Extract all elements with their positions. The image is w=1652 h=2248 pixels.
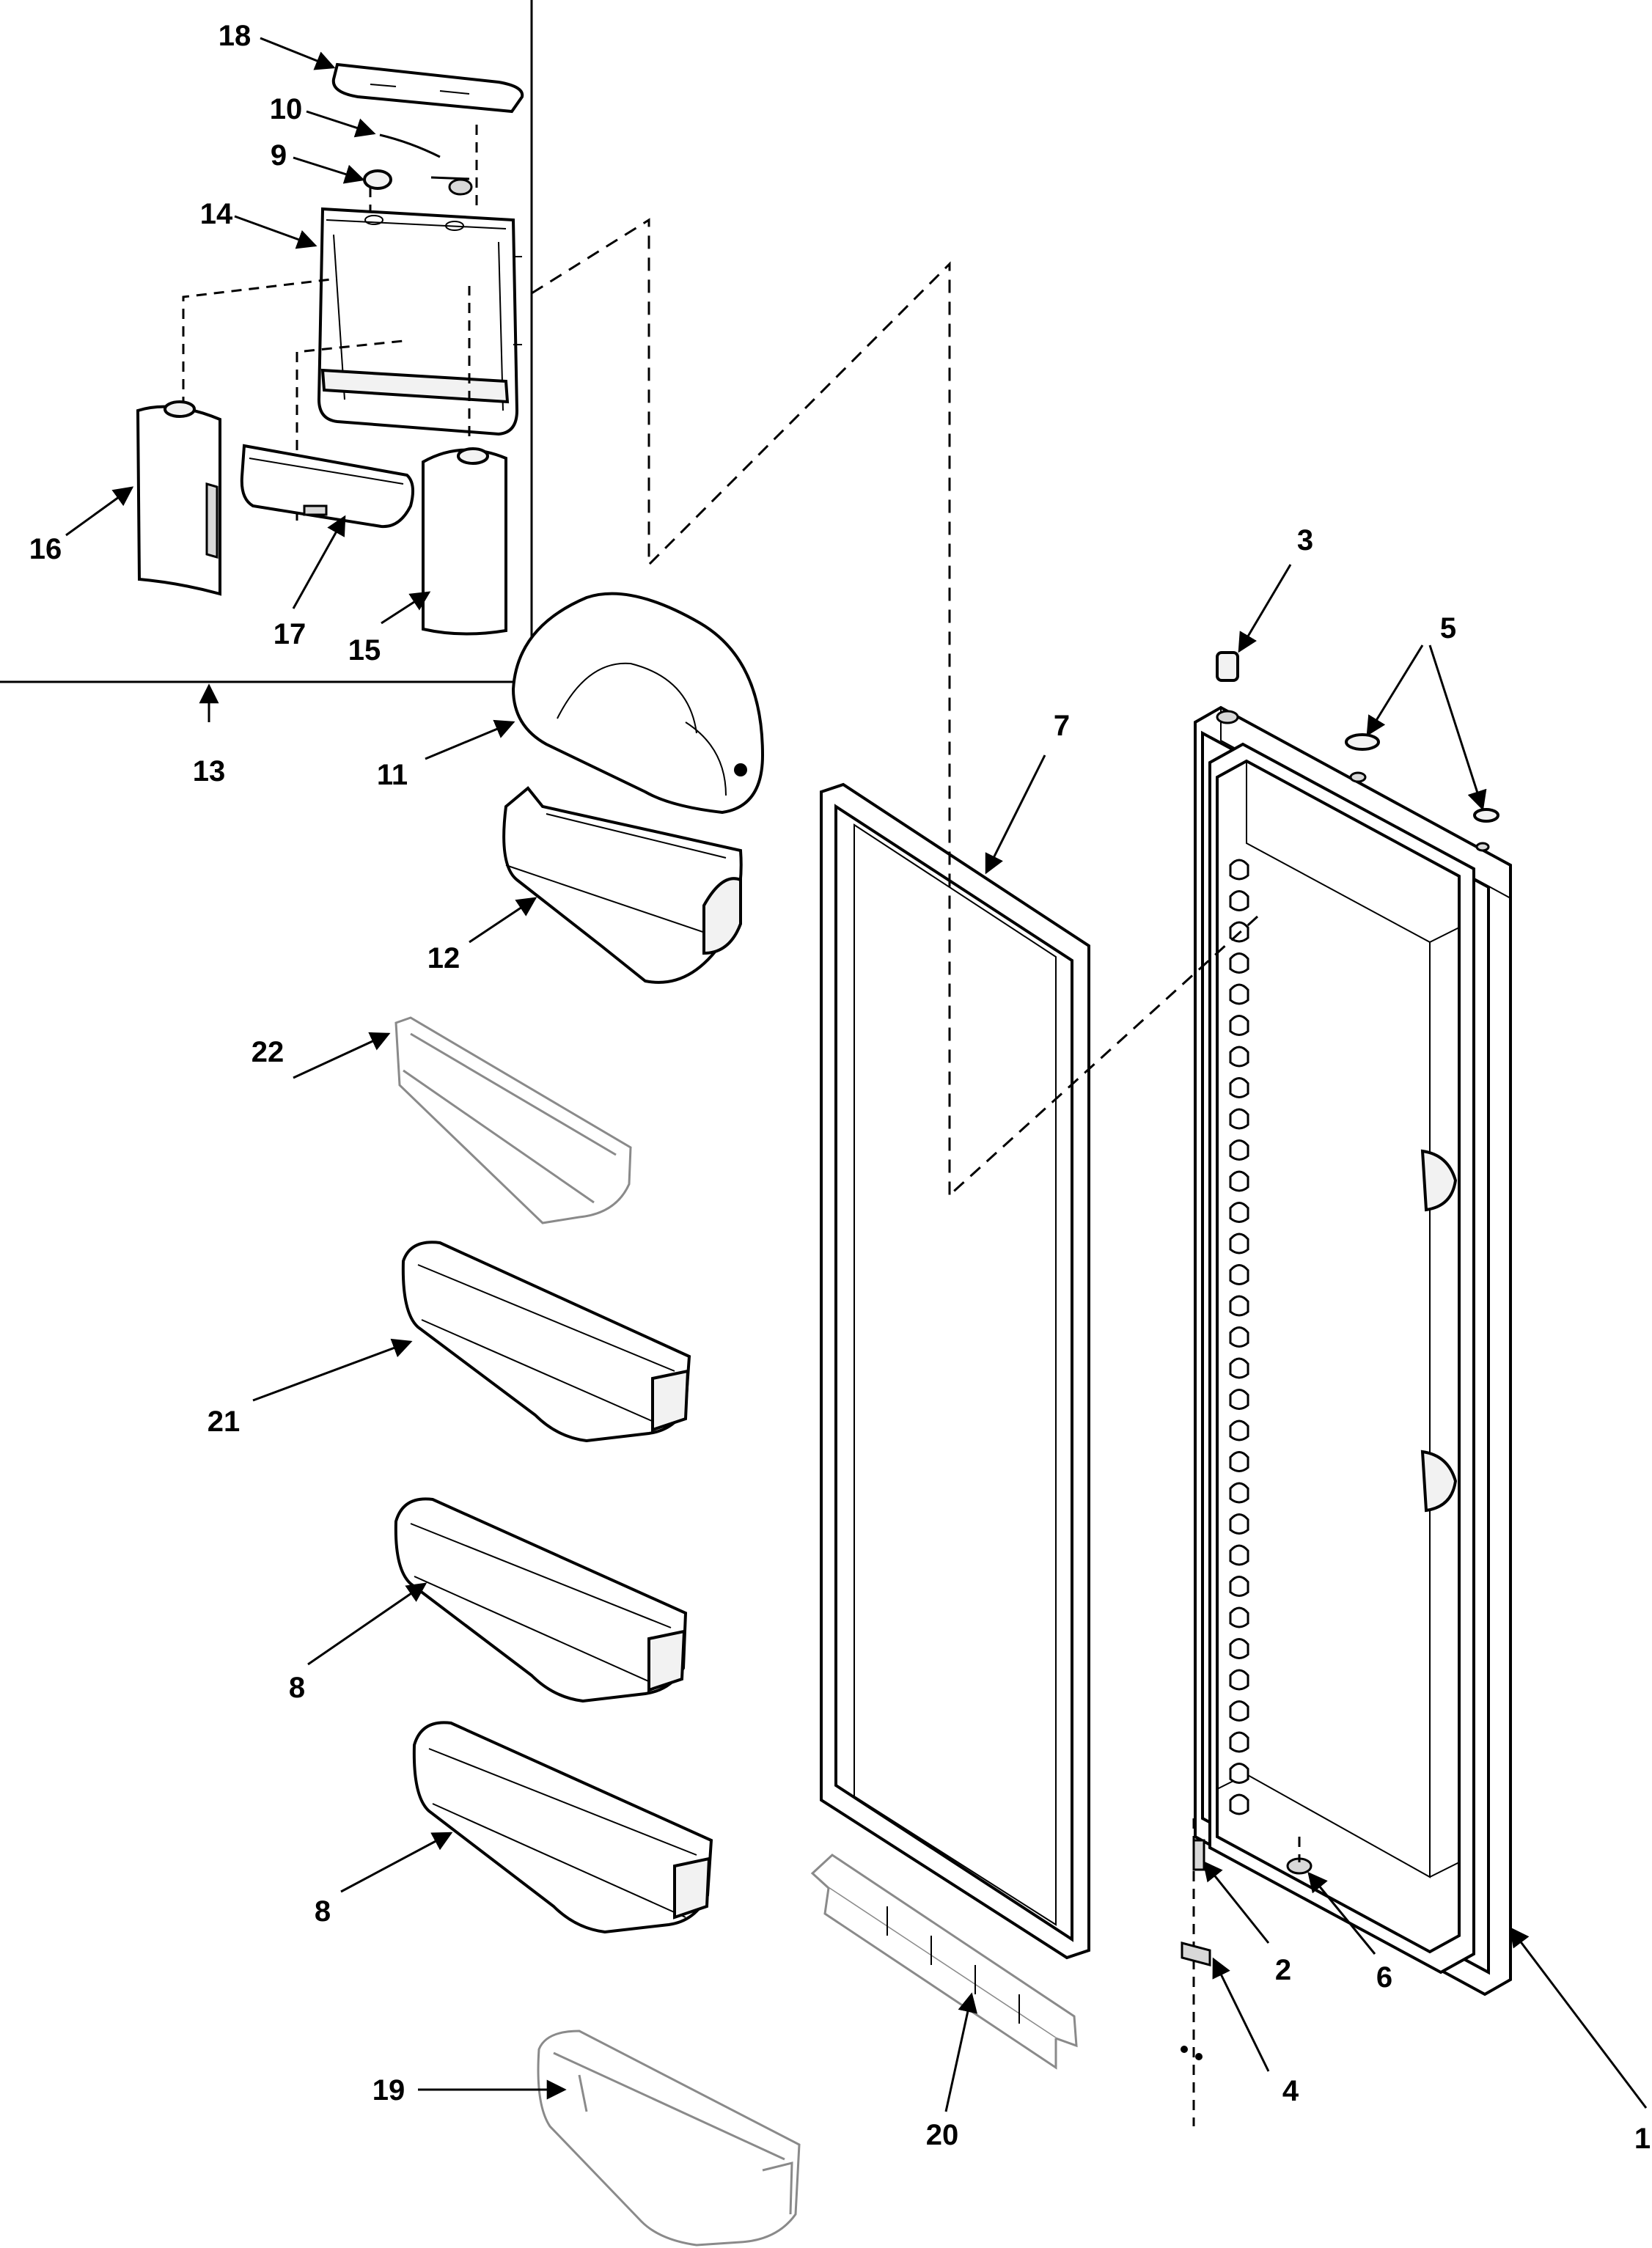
shelf-slot (1229, 1170, 1249, 1192)
callout-labels: 18 10 9 14 16 17 15 13 11 12 22 21 8 8 1… (29, 20, 1651, 2155)
callout-5: 5 (1440, 612, 1456, 644)
part-12-bin (502, 786, 743, 984)
part-10-wire (379, 133, 470, 180)
shelf-slot (1229, 1326, 1249, 1348)
part-20-bracket (810, 1854, 1078, 2070)
callout-6: 6 (1376, 1961, 1392, 1994)
shelf-slot (1229, 1264, 1249, 1285)
callout-22: 22 (252, 1036, 284, 1068)
shelf-slot (1229, 1544, 1249, 1566)
shelf-slot (1229, 1046, 1249, 1068)
shelf-slot (1229, 890, 1249, 911)
shelf-slot (1229, 1731, 1249, 1753)
part-11-cover (511, 592, 765, 815)
part-5-plugs (1345, 733, 1499, 852)
callout-17: 17 (274, 618, 306, 650)
callout-13: 13 (193, 755, 226, 787)
part-4-bracket (1181, 1942, 1211, 2060)
callout-21: 21 (208, 1406, 241, 1438)
callout-4: 4 (1282, 2075, 1299, 2107)
callout-3: 3 (1297, 524, 1313, 557)
shelf-slot (1229, 1451, 1249, 1472)
callout-9: 9 (271, 139, 287, 172)
callout-12: 12 (427, 942, 460, 974)
shelf-slot (1229, 1513, 1249, 1535)
inset-frame (0, 0, 533, 683)
shelf-slot (1229, 1077, 1249, 1098)
shelf-slot (1229, 1763, 1249, 1784)
shelf-slot (1229, 1700, 1249, 1722)
shelf-slot (1229, 1638, 1249, 1659)
callout-20: 20 (926, 2119, 959, 2151)
callout-15: 15 (348, 634, 381, 666)
callout-10: 10 (270, 93, 303, 125)
callout-7: 7 (1054, 710, 1070, 742)
part-21-bin (401, 1241, 691, 1443)
shelf-slot (1229, 1295, 1249, 1317)
callout-16: 16 (29, 533, 62, 565)
part-9-socket (363, 169, 473, 196)
shelf-slot (1229, 952, 1249, 974)
part-17-tray (240, 444, 415, 529)
part-3-plug (1216, 651, 1239, 724)
shelf-slot (1229, 1576, 1249, 1597)
shelf-slot (1229, 983, 1249, 1005)
shelf-slot (1229, 1357, 1249, 1379)
shelf-slot (1229, 1606, 1249, 1628)
shelf-slot (1229, 859, 1249, 881)
part-14-housing (317, 207, 522, 436)
shelf-slot (1229, 1669, 1249, 1691)
shelf-slot (1229, 1233, 1249, 1255)
callout-2: 2 (1275, 1954, 1291, 1986)
part-7-gasket (820, 782, 1090, 1960)
shelf-slot (1229, 1389, 1249, 1410)
shelf-slot (1229, 1139, 1249, 1161)
door-shelf-slots (1229, 859, 1249, 1815)
callout-8-lower: 8 (315, 1895, 331, 1928)
part-22-bin (394, 1016, 632, 1224)
part-19-bin (537, 2030, 801, 2247)
callout-18: 18 (219, 20, 252, 52)
part-15-right-cap (422, 447, 507, 636)
part-8-bin-upper (394, 1497, 688, 1703)
shelf-slot (1229, 1108, 1249, 1130)
part-6-stop (1286, 1837, 1313, 1875)
shelf-slot (1229, 1793, 1249, 1815)
shelf-slot (1229, 1482, 1249, 1504)
shelf-slot (1229, 1419, 1249, 1441)
shelf-slot (1229, 1015, 1249, 1036)
part-18-cover (331, 62, 524, 114)
callout-14: 14 (200, 198, 233, 230)
part-16-left-cap (136, 400, 221, 596)
callout-8-upper: 8 (289, 1672, 305, 1704)
leader-lines (65, 37, 1648, 2112)
callout-19: 19 (372, 2074, 405, 2106)
part-1-door (1194, 705, 1512, 1997)
part-8-bin-lower (412, 1721, 713, 1934)
callout-11: 11 (377, 759, 408, 791)
main-guides (531, 218, 1259, 1197)
callout-1: 1 (1634, 2123, 1651, 2155)
part-2-hinge (1192, 1818, 1205, 2126)
shelf-slot (1229, 1202, 1249, 1223)
